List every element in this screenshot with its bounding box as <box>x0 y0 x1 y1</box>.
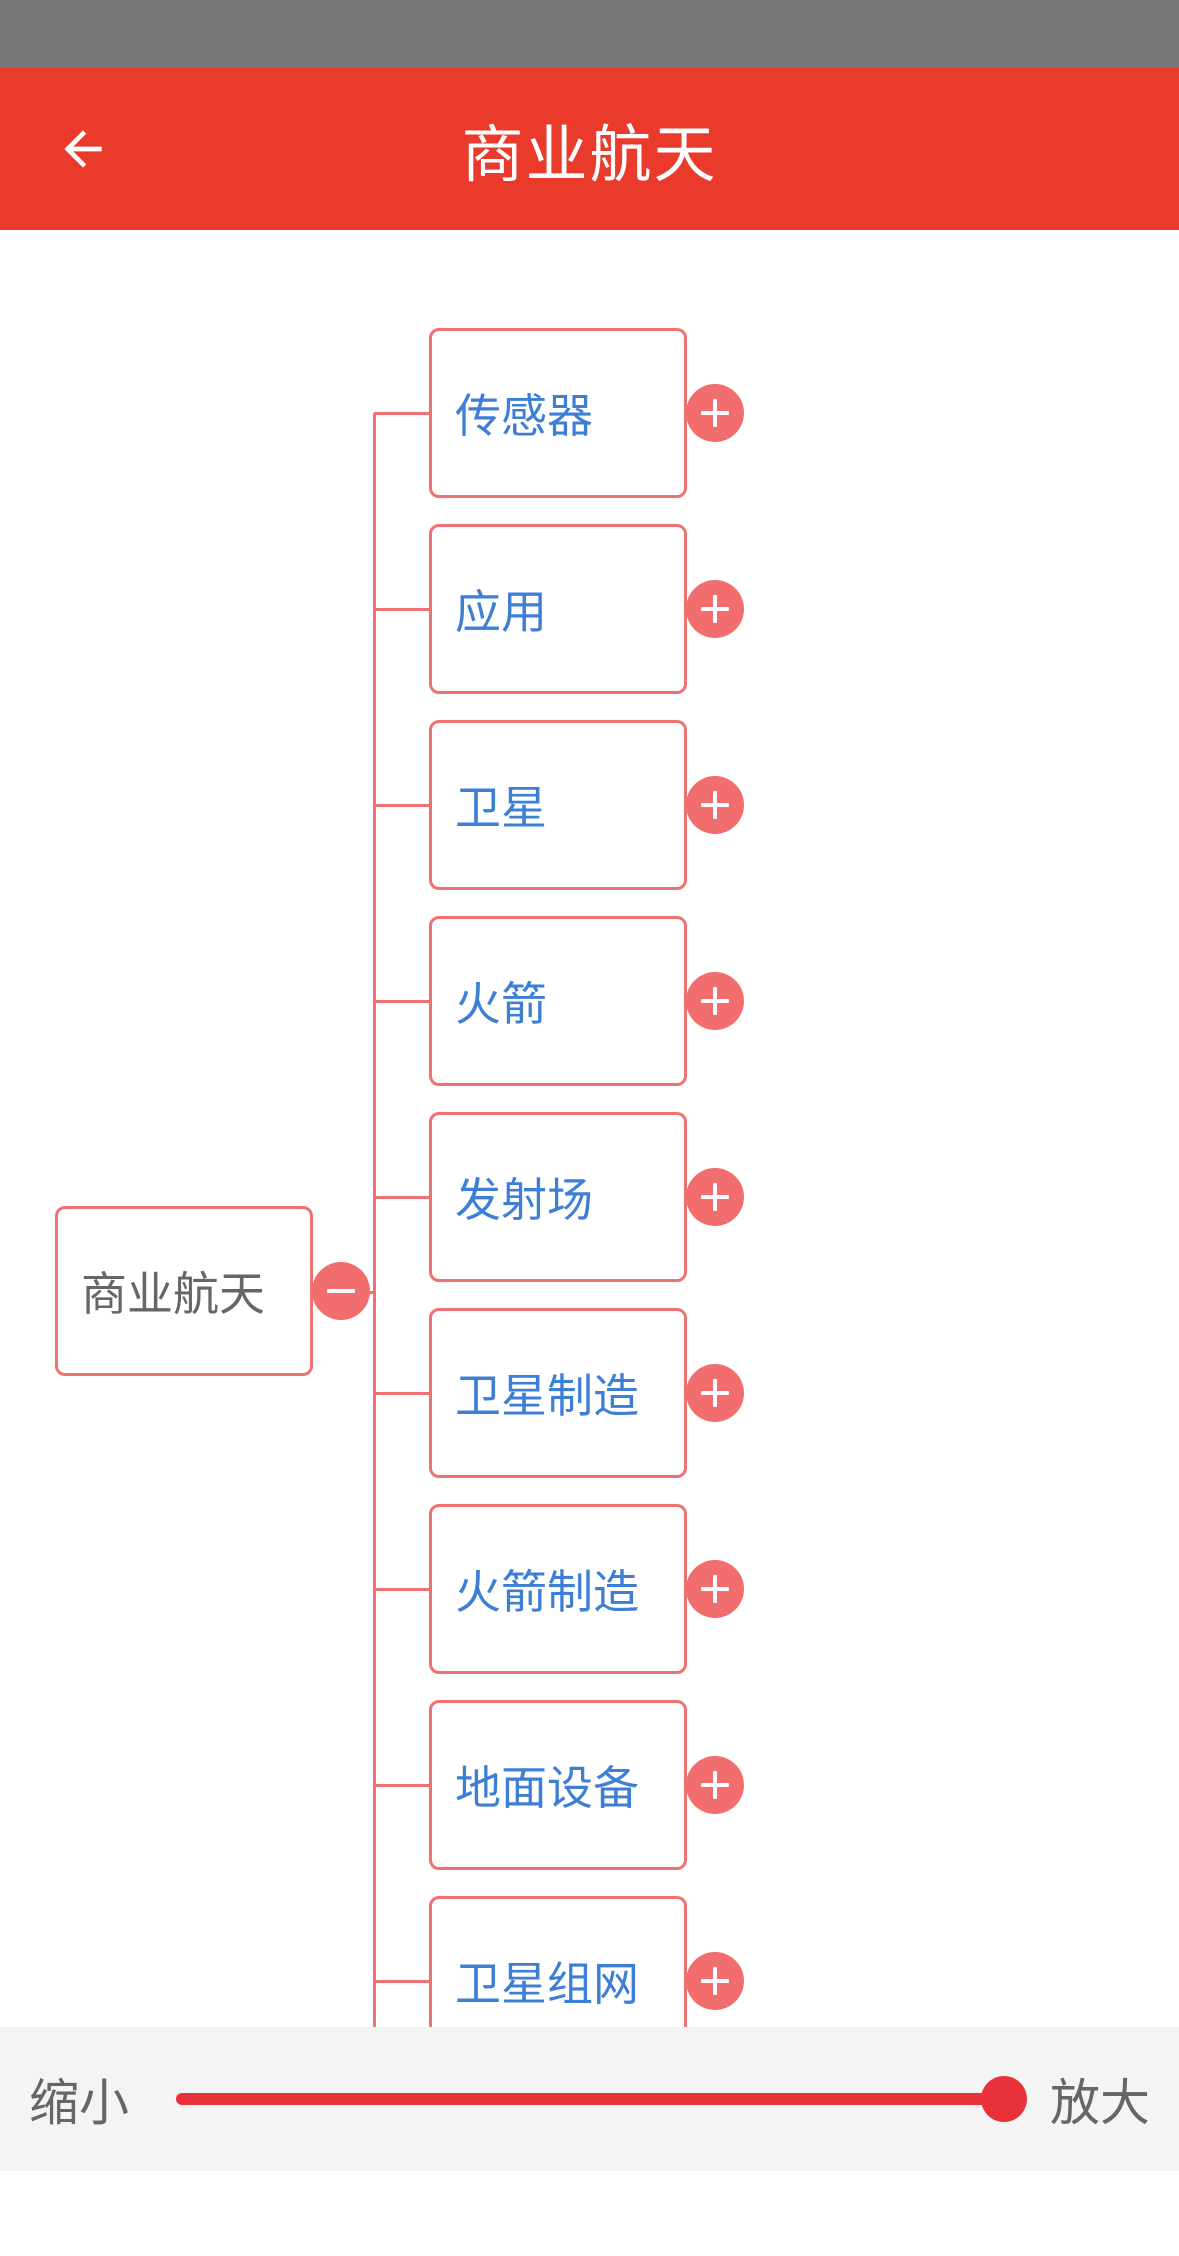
page-title: 商业航天 <box>461 118 718 191</box>
zoom-in-button[interactable]: 放大 <box>1050 2074 1150 2132</box>
child-node[interactable]: 卫星制造 <box>429 1308 687 1478</box>
child-node-label: 地面设备 <box>455 1761 639 1815</box>
branch-line <box>374 1588 430 1591</box>
root-node[interactable]: 商业航天 <box>55 1206 313 1376</box>
child-node[interactable]: 传感器 <box>429 328 687 498</box>
child-node[interactable]: 火箭 <box>429 916 687 1086</box>
minus-circle-icon <box>327 1289 355 1293</box>
child-node[interactable]: 卫星 <box>429 720 687 890</box>
back-button[interactable] <box>40 106 126 192</box>
branch-line <box>374 1980 430 1983</box>
root-collapse-button[interactable] <box>312 1262 370 1320</box>
child-node-label: 应用 <box>455 585 547 639</box>
expand-button[interactable] <box>686 1560 744 1618</box>
plus-circle-icon <box>701 1183 729 1211</box>
branch-line <box>374 804 430 807</box>
plus-circle-icon <box>701 399 729 427</box>
zoom-slider-track[interactable] <box>176 2093 1004 2105</box>
expand-button[interactable] <box>686 1952 744 2010</box>
child-node[interactable]: 火箭制造 <box>429 1504 687 1674</box>
status-bar <box>0 0 1179 68</box>
child-node[interactable]: 发射场 <box>429 1112 687 1282</box>
expand-button[interactable] <box>686 972 744 1030</box>
child-node[interactable]: 地面设备 <box>429 1700 687 1870</box>
expand-button[interactable] <box>686 1168 744 1226</box>
app-bar: 商业航天 <box>0 68 1179 230</box>
child-node-label: 火箭制造 <box>455 1565 639 1619</box>
plus-circle-icon <box>701 987 729 1015</box>
child-node[interactable]: 卫星组网 <box>429 1896 687 2027</box>
zoom-out-button[interactable]: 缩小 <box>29 2074 129 2132</box>
branch-line <box>374 1392 430 1395</box>
expand-button[interactable] <box>686 384 744 442</box>
plus-circle-icon <box>701 791 729 819</box>
branch-line <box>374 412 430 415</box>
child-node-label: 卫星 <box>455 781 547 835</box>
arrow-left-icon <box>64 130 102 168</box>
child-node-label: 发射场 <box>455 1173 593 1227</box>
branch-line <box>374 1196 430 1199</box>
branch-line <box>374 1784 430 1787</box>
child-node[interactable]: 应用 <box>429 524 687 694</box>
plus-circle-icon <box>701 1575 729 1603</box>
root-connector-line <box>367 1291 375 1294</box>
root-node-label: 商业航天 <box>81 1267 265 1321</box>
plus-circle-icon <box>701 1967 729 1995</box>
branch-line <box>374 1000 430 1003</box>
plus-circle-icon <box>701 595 729 623</box>
branch-line <box>374 608 430 611</box>
expand-button[interactable] <box>686 1756 744 1814</box>
child-node-label: 卫星组网 <box>455 1957 639 2011</box>
plus-circle-icon <box>701 1379 729 1407</box>
tree-trunk-line <box>373 413 376 2027</box>
child-node-label: 传感器 <box>455 389 593 443</box>
plus-circle-icon <box>701 1771 729 1799</box>
mind-map-canvas[interactable]: 商业航天 传感器应用卫星火箭发射场卫星制造火箭制造地面设备卫星组网 <box>0 230 1179 2027</box>
zoom-slider-thumb[interactable] <box>981 2076 1027 2122</box>
expand-button[interactable] <box>686 776 744 834</box>
expand-button[interactable] <box>686 1364 744 1422</box>
expand-button[interactable] <box>686 580 744 638</box>
child-node-label: 卫星制造 <box>455 1369 639 1423</box>
child-node-label: 火箭 <box>455 977 547 1031</box>
zoom-bar: 缩小 放大 <box>0 2027 1179 2171</box>
